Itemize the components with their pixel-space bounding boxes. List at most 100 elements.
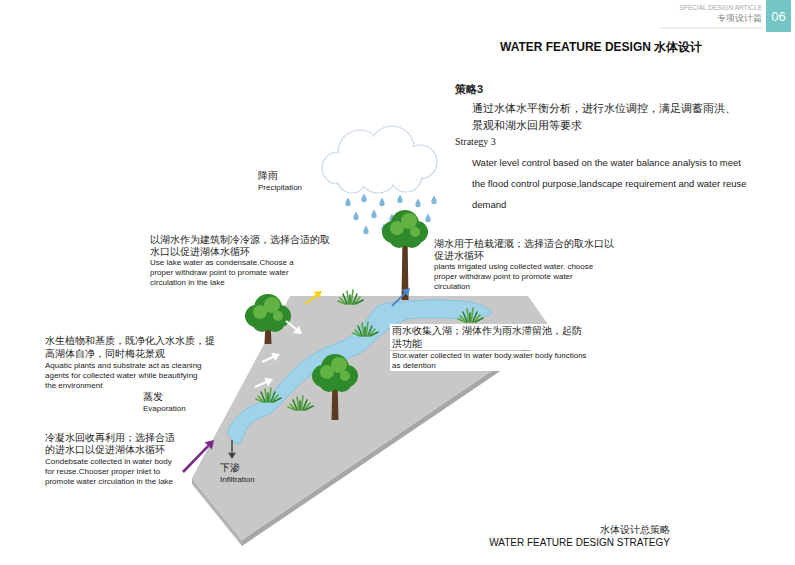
tree-highlight — [273, 311, 283, 321]
tree-icon — [245, 294, 291, 344]
grass-blade — [351, 290, 353, 304]
grass-blade — [305, 406, 313, 410]
tree-canopy — [402, 228, 422, 248]
grass-blade — [299, 401, 301, 410]
callout-text: Condebsate collected in water body for r… — [45, 457, 179, 487]
inflow-arrow — [286, 321, 302, 334]
infiltration-arrow-shaft — [231, 440, 232, 453]
grass-blade — [458, 319, 465, 322]
grass-blade — [265, 389, 267, 402]
water-body — [228, 300, 492, 444]
cloud-fill — [361, 157, 395, 191]
grass-tuft — [256, 388, 281, 402]
grass-blade — [471, 308, 473, 322]
raindrop — [397, 195, 402, 204]
irrigation-arrow — [392, 288, 410, 306]
inflow-arrow-head — [293, 326, 302, 334]
grass-tuft — [458, 308, 483, 322]
grass-blade — [297, 397, 299, 410]
tree-highlight — [410, 227, 420, 237]
withdraw-arrow — [305, 291, 322, 304]
callout-text: 湖水用于植栽灌溉；选择适合的取水口以促进水循环 — [434, 238, 614, 262]
tree-canopy — [265, 312, 285, 332]
process-label: Precipitation — [258, 183, 318, 193]
raindrop — [431, 196, 436, 205]
grass-blade — [256, 399, 263, 402]
withdraw-arrow-shaft — [305, 295, 316, 304]
process-label: 下渗 — [220, 462, 256, 474]
grass-tuft — [288, 396, 313, 410]
tree-highlight — [331, 357, 347, 373]
callout-text: 水生植物和基质，既净化入水水质，提高湖体自净，同时梅花景观 — [45, 334, 217, 360]
callout-text: Use lake water as condensate.Choose a pr… — [150, 258, 315, 288]
grass-blade — [353, 333, 360, 336]
tree-highlight — [401, 213, 417, 229]
raindrop — [363, 226, 368, 235]
raindrop — [353, 212, 358, 221]
callout-text: plants irrigated using collected water. … — [434, 262, 610, 292]
strategy-heading: Strategy 3 — [455, 135, 555, 148]
grass-blade — [288, 407, 295, 410]
strategy-text: Water level control based on the water b… — [472, 152, 754, 215]
cloud-icon — [322, 126, 437, 193]
grass-blade — [267, 393, 269, 402]
grass-blade — [349, 295, 351, 304]
tree-canopy — [332, 372, 352, 392]
raindrop — [379, 198, 384, 207]
inflow-arrow-head — [264, 378, 273, 387]
callout-text: Stor.water collected in water body.water… — [390, 351, 590, 371]
grass-blade — [269, 388, 271, 402]
tree-icon — [312, 354, 358, 420]
infiltration-arrow — [228, 440, 236, 459]
process-label: 降雨 — [258, 170, 302, 182]
withdraw-arrow-head — [314, 291, 322, 299]
header-label: SPECIAL DESIGN ARTICLE — [640, 4, 762, 12]
inflow-arrow-shaft — [262, 357, 273, 362]
callout-text: 冷凝水回收再利用；选择合适的进水口以促进湖体水循环 — [45, 432, 179, 456]
inflow-arrow-shaft — [255, 382, 266, 387]
inlet-arrow-shaft — [183, 446, 208, 472]
page-number-box: 06 — [766, 0, 791, 32]
cloud-fill — [392, 162, 420, 190]
irrigation-arrow-head — [402, 288, 410, 296]
process-label: Infiltration — [220, 475, 280, 485]
grass-blade — [338, 301, 345, 304]
caption-text: 水体设计总策略 — [540, 523, 670, 536]
strategy-heading: 策略3 — [455, 82, 535, 96]
page-title: WATER FEATURE DESIGN 水体设计 — [500, 40, 750, 55]
header-label: 专项设计篇 — [640, 13, 762, 24]
grass-tuft — [353, 322, 378, 336]
inlet-arrow — [183, 440, 214, 472]
inflow-arrow — [255, 378, 273, 387]
figure-caption: WATER FEATURE DESIGN STRATEGY — [450, 536, 670, 549]
inflow-arrow-shaft — [286, 321, 296, 329]
page-number: 06 — [771, 9, 785, 24]
grass-blade — [469, 313, 471, 322]
tree-highlight — [264, 297, 280, 313]
callout-text: 以湖水作为建筑制冷冷源，选择合适的取水口以促进湖体水循环 — [150, 234, 336, 258]
grass-blade — [467, 309, 469, 322]
grass-blade — [475, 318, 483, 322]
raindrop — [371, 210, 376, 219]
header-rule — [660, 28, 762, 29]
inflow-arrow — [262, 353, 280, 362]
process-label: Evaporation — [143, 404, 203, 414]
tree-icon — [382, 210, 428, 300]
grass-blade — [301, 396, 303, 410]
cloud-fill — [339, 165, 365, 191]
callout-text: 雨水收集入湖；湖体作为雨水滞留池，起防洪功能 — [390, 324, 590, 350]
process-label: 蒸发 — [143, 391, 183, 403]
inflow-arrow-head — [271, 353, 280, 362]
raindrop — [361, 194, 366, 203]
grass-tuft — [338, 290, 363, 304]
grass-blade — [362, 323, 364, 336]
grass-blade — [273, 398, 281, 402]
grass-blade — [347, 291, 349, 304]
inlet-arrow-head — [205, 440, 214, 449]
irrigation-arrow-shaft — [392, 293, 405, 306]
tree-highlight — [340, 371, 350, 381]
strategy-text: 通过水体水平衡分析，进行水位调控，满足调蓄雨洪、景观和湖水回用等要求 — [472, 100, 744, 134]
raindrop — [425, 214, 430, 223]
raindrop — [345, 198, 350, 207]
